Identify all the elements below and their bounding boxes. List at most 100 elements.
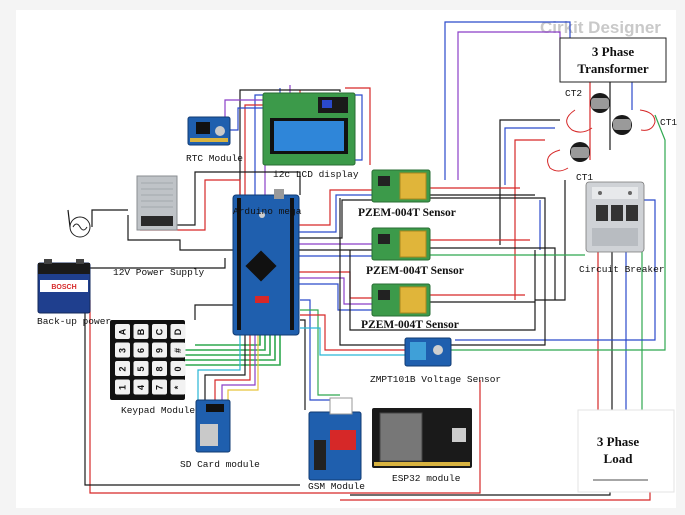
keypad-key-label: 0 [173,366,183,371]
wire-sd-yellow [227,335,259,400]
keypad-key-label: # [173,348,183,353]
transformer-label-line2: Transformer [577,61,648,76]
keypad-key-label: B [136,328,146,335]
pzem-sensor-3 [371,283,431,317]
keypad-key [115,324,130,339]
transformer-box: 3 Phase Transformer [559,37,667,83]
ct2-label: CT2 [565,88,582,99]
keypad-key-label: C [155,328,165,335]
wire-pzem1-red [290,189,372,226]
wire-keypad-frame [194,304,240,320]
keypad-key-label: A [118,328,128,335]
wire-sd-red [214,335,251,400]
arduino-label: Arduino mega [233,206,302,217]
circuit-breaker [585,181,645,253]
ct-sensor-ct1-top [612,109,656,135]
zmpt-label: ZMPT101B Voltage Sensor [370,374,501,385]
wire-battery-black-2 [84,305,300,486]
wire-battery-black [85,258,226,269]
keypad-key [152,379,167,395]
watermark: Cirkit Designer [540,18,661,37]
wire-pzem3-purple [290,277,372,305]
wire-pzem1-blue [290,194,372,233]
sd-card-module [195,399,231,453]
esp32-module [372,408,472,468]
pzem-sensor-2-label: PZEM-004T Sensor [366,265,464,277]
wire-battery-red [89,300,481,494]
ac-source-icon [69,216,91,238]
wire-lcd-right-red [345,87,371,165]
transformer-label-line1: 3 Phase [592,44,634,59]
keypad-label: Keypad Module [121,405,195,416]
keypad-key-label: 5 [136,366,146,371]
wire-keypad-3 [185,335,271,356]
keypad-key [152,361,167,376]
battery-label: Back-up power [37,316,111,327]
wire-right-red-1 [514,139,545,300]
keypad-key [115,342,130,358]
keypad-key-label: 9 [155,348,165,353]
gsm-label: GSM Module [308,481,365,492]
wire-pzem3-blue [290,283,372,311]
pzem-sensor-2 [371,227,431,261]
keypad-key [170,361,186,376]
keypad-key-label: 7 [155,385,165,390]
ct1-mid-label: CT1 [576,172,593,183]
pzem-sensor-1-label: PZEM-004T Sensor [358,207,456,219]
keypad-key-label: 2 [118,366,128,371]
wire-ac-1 [91,209,128,227]
wire-sd-cyan [197,335,241,400]
battery: BOSCH [37,259,91,314]
keypad-key [170,379,186,395]
keypad-key-label: * [173,385,183,389]
lcd-label: i2c LCD display [273,169,359,180]
wires [67,21,666,501]
wire-pzem2-out-black [430,247,556,300]
keypad-key-label: D [173,328,183,335]
wire-zmpt-red [300,314,405,351]
keypad-key [115,361,130,376]
keypad-key [133,361,149,376]
lcd-display [262,92,356,166]
keypad-key-label: 1 [118,385,128,390]
wire-psu-black [150,171,301,226]
wire-blue-long [455,199,656,341]
wire-keypad-2 [185,335,266,351]
arduino-mega [232,189,300,336]
wire-right-black-1 [499,119,560,245]
keypad-key [133,342,149,358]
keypad-key [133,379,149,395]
keypad-key-label: 6 [136,348,146,353]
pzem-sensor-3-label: PZEM-004T Sensor [361,319,459,331]
power-supply [136,175,178,231]
wire-keypad-5 [185,335,281,366]
zmpt-voltage-sensor [404,337,452,367]
wire-frame-1 [339,197,546,346]
wire-pzem1-black [290,199,372,239]
esp32-label: ESP32 module [392,473,461,484]
keypad-key [152,324,167,339]
keypad-key [170,342,186,358]
keypad-key-label: 4 [136,385,146,390]
wire-keypad-1 [195,335,261,346]
wire-gsm-blue [300,299,330,401]
keypad-key-label: 8 [155,366,165,371]
wire-frame-2 [349,250,536,331]
keypad-key [152,342,167,358]
wire-keypad-4 [185,335,276,361]
ct-sensor-ct1-mid [547,142,590,172]
wire-zmpt-cyan [300,327,405,356]
load-label-line1: 3 Phase [597,434,639,449]
wire-sd-purple [221,335,256,400]
battery-brand: BOSCH [51,284,76,291]
wire-gsm-green [300,309,340,396]
rtc-module [187,116,231,146]
load-label-line2: Load [604,451,634,466]
wire-ac-2 [67,209,71,228]
wire-sd-black [204,335,246,400]
wire-psu-red [140,179,241,231]
